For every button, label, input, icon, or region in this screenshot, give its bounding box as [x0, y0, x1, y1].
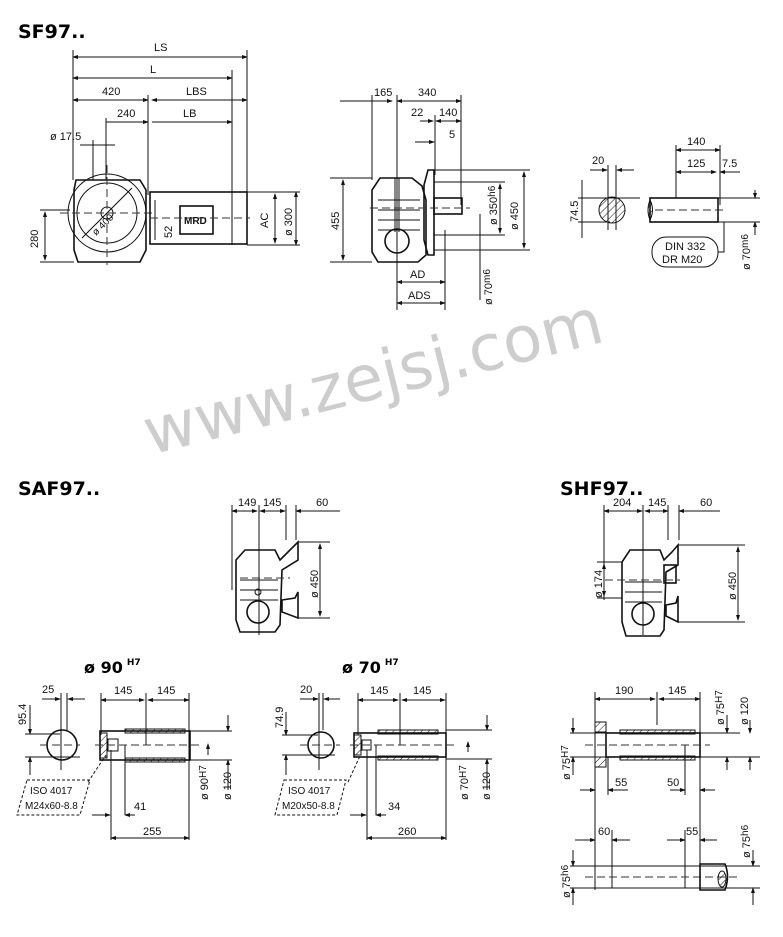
watermark: www.zejsj.com: [136, 285, 610, 471]
dim-shf-450: ø 450: [727, 572, 739, 600]
dim-190: 190: [615, 685, 633, 697]
dim-145: 145: [263, 497, 281, 509]
dim-280: 280: [29, 230, 41, 248]
dim-240: 240: [117, 108, 135, 120]
dim-saf-450: ø 450: [309, 570, 321, 598]
dim-204: 204: [613, 497, 631, 509]
shf-shaft-detail: 190 145 ø 75H7 ø 75H7 ø 120 55 50 60 5: [560, 685, 760, 905]
dim-shf-bore-75-left: ø 75H7: [560, 745, 573, 780]
dim-key-shaft-70: ø 70m6: [740, 234, 753, 270]
dim-70-145-a: 145: [370, 685, 388, 697]
dim-41: 41: [134, 801, 146, 813]
dim-165: 165: [374, 87, 392, 99]
dim-key-140: 140: [687, 136, 705, 148]
dim-174: ø 174: [593, 570, 605, 598]
sf97-key-detail: 20 74.5 140 125 7.5 DIN 332 DR M20: [569, 136, 760, 270]
dim-455: 455: [330, 212, 342, 230]
dim-flange-450: ø 450: [509, 202, 521, 230]
dim-145-b: 145: [157, 685, 175, 697]
dim-5: 5: [449, 129, 455, 141]
motor-label-box: [179, 205, 214, 235]
dim-bore-90: ø 90H7: [198, 765, 211, 800]
dim-shaft-75h6-right: ø 75h6: [740, 824, 753, 858]
dim-34: 34: [388, 801, 400, 813]
dim-shf-55-b: 55: [686, 826, 698, 838]
sf97-section: SF97.. LS L 420 LBS 240 LB ø 17.5: [18, 21, 760, 310]
shf97-title: SHF97..: [560, 478, 643, 500]
dim-420: 420: [102, 86, 120, 98]
dim-149: 149: [238, 497, 256, 509]
dim-shaft-75h6-left: ø 75h6: [560, 864, 573, 898]
dim-keyway-25: 25: [42, 684, 54, 696]
dim-l: L: [150, 64, 156, 76]
iso-note-70-2: M20x50-8.8: [282, 801, 335, 812]
note-din332: DIN 332: [665, 241, 705, 253]
dim-ads: ADS: [408, 290, 431, 302]
dim-ad: AD: [410, 269, 425, 281]
dim-hollow70-120: ø 120: [481, 772, 493, 800]
dim-motor-dia: ø 300: [283, 208, 295, 236]
saf97-title: SAF97..: [18, 478, 100, 500]
dim-bore-70: ø 70H7: [458, 765, 471, 800]
dim-shf-bore-75-right: ø 75H7: [714, 690, 727, 725]
dim-22: 22: [411, 107, 423, 119]
dim-255: 255: [143, 826, 161, 838]
dim-145-a: 145: [114, 685, 132, 697]
dim-95-4: 95.4: [17, 704, 29, 725]
dim-74-9: 74.9: [274, 707, 286, 728]
dim-shaft-145: 145: [668, 685, 686, 697]
iso-note-70-1: ISO 4017: [288, 786, 331, 797]
dim-shaft-70: ø 70m6: [482, 269, 495, 305]
bolt-note-box: [16, 779, 91, 816]
dim-ls: LS: [154, 42, 167, 54]
iso-note-2: M24x60-8.8: [25, 801, 78, 812]
bolt-note-box-70: [274, 779, 347, 816]
dim-shf-60: 60: [700, 497, 712, 509]
dim-key-20: 20: [592, 155, 604, 167]
dim-hole-dia: ø 17.5: [50, 131, 81, 143]
dim-74-5: 74.5: [569, 201, 581, 222]
saf97-section: SAF97.. 149 145 60 ø 450: [18, 478, 340, 635]
dim-140: 140: [439, 107, 457, 119]
dim-260: 260: [398, 826, 416, 838]
dim-key-125: 125: [687, 158, 705, 170]
motor-label: MRD: [184, 216, 207, 227]
dim-50: 50: [667, 777, 679, 789]
sf97-front-view: ø 400 MRD 52 AC ø 300 280: [29, 165, 300, 265]
note-dr-m20: DR M20: [662, 254, 702, 266]
dim-hollow90-120: ø 120: [222, 772, 234, 800]
dim-shf-55-a: 55: [615, 777, 627, 789]
dim-shf-120: ø 120: [739, 697, 751, 725]
dim-shf-145: 145: [648, 497, 666, 509]
dim-key-7-5: 7.5: [722, 158, 737, 170]
sf97-front-dimensions: LS L 420 LBS 240 LB ø 17.5: [50, 42, 248, 245]
dim-lb: LB: [183, 108, 196, 120]
dim-lbs: LBS: [186, 86, 207, 98]
sf97-side-view: 165 340 22 140 5 455: [330, 87, 530, 310]
dim-centering-350: ø 350h6: [487, 185, 500, 225]
iso-note-1: ISO 4017: [30, 786, 73, 797]
shf97-section: SHF97.. 204 145 60 ø 174 ø 450: [560, 478, 745, 637]
dim-70-145-b: 145: [413, 685, 431, 697]
dim-keyway-20: 20: [300, 684, 312, 696]
dim-60-shaft: 60: [598, 826, 610, 838]
dim-52: 52: [163, 226, 175, 238]
dim-60: 60: [316, 497, 328, 509]
sf97-title: SF97..: [18, 21, 86, 43]
dim-340: 340: [418, 87, 436, 99]
dim-ac: AC: [259, 213, 271, 228]
